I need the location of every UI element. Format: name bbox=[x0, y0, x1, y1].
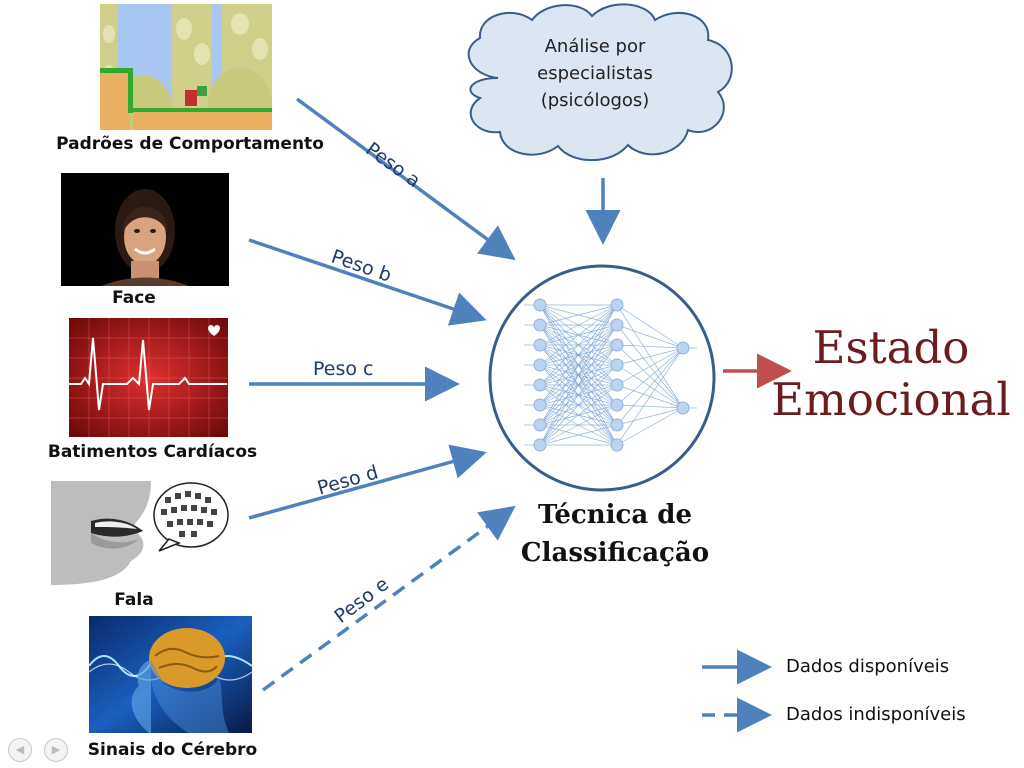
classification-technique-label: Técnica de Classificação bbox=[505, 496, 725, 572]
legend-available-label: Dados disponíveis bbox=[786, 656, 950, 677]
label-face: Face bbox=[112, 288, 156, 308]
arrow-brain-dashed bbox=[261, 505, 516, 692]
nn-connection bbox=[616, 347, 684, 446]
result-line-1: Estado bbox=[812, 321, 970, 374]
nn-connection bbox=[539, 304, 618, 346]
nn-connection bbox=[539, 404, 618, 446]
brain-signals-image bbox=[89, 616, 252, 733]
result-line-2: Emocional bbox=[771, 373, 1011, 426]
label-speech: Fala bbox=[114, 590, 154, 610]
nn-connection bbox=[539, 304, 618, 386]
nn-connection bbox=[539, 304, 618, 406]
nn-connection bbox=[616, 347, 684, 426]
nn-connection bbox=[539, 344, 618, 446]
nn-connection bbox=[616, 304, 684, 349]
nn-connection bbox=[539, 364, 618, 446]
heartbeat-ecg-image bbox=[69, 318, 228, 437]
smiling-face-image bbox=[61, 173, 229, 286]
technique-line-2: Classificação bbox=[520, 538, 710, 568]
label-brain-signals: Sinais do Cérebro bbox=[87, 740, 258, 760]
cloud-line-2: especialistas bbox=[537, 63, 653, 84]
weight-label-c: Peso c bbox=[313, 358, 374, 380]
label-behavior-patterns: Padrões de Comportamento bbox=[56, 134, 324, 154]
nn-node bbox=[610, 318, 624, 332]
arrow-behavior bbox=[295, 97, 516, 261]
nn-connection bbox=[539, 424, 618, 446]
nn-connection bbox=[616, 347, 684, 386]
nn-node bbox=[610, 358, 624, 372]
cloud-line-3: (psicólogos) bbox=[540, 90, 650, 111]
nn-connection bbox=[539, 304, 618, 446]
nn-node bbox=[533, 438, 547, 452]
cloud-shape bbox=[467, 3, 733, 162]
cloud-line-1: Análise por bbox=[544, 36, 646, 57]
nn-node bbox=[533, 318, 547, 332]
next-slide-button[interactable]: ▶ bbox=[44, 738, 68, 762]
nn-connection bbox=[539, 324, 618, 446]
speaking-mouth-image bbox=[51, 481, 231, 585]
emotional-state-result: Estado Emocional bbox=[771, 322, 1011, 426]
nn-connection bbox=[539, 304, 618, 326]
game-screenshot-image bbox=[100, 4, 272, 130]
nn-node bbox=[676, 401, 690, 415]
nn-connection bbox=[539, 304, 618, 426]
nn-node bbox=[610, 298, 624, 312]
nn-node bbox=[610, 398, 624, 412]
nn-node bbox=[610, 378, 624, 392]
nn-node bbox=[610, 418, 624, 432]
neural-network-icon bbox=[488, 264, 716, 492]
nn-node bbox=[676, 341, 690, 355]
nn-node bbox=[610, 438, 624, 452]
nn-connection bbox=[616, 407, 684, 426]
nn-node bbox=[533, 398, 547, 412]
nn-connection bbox=[616, 347, 684, 366]
nn-connection bbox=[616, 344, 684, 349]
nn-node bbox=[533, 378, 547, 392]
nn-node bbox=[610, 338, 624, 352]
nn-node bbox=[533, 338, 547, 352]
nn-node bbox=[533, 298, 547, 312]
nn-connection bbox=[616, 404, 684, 409]
nn-node bbox=[533, 358, 547, 372]
technique-line-1: Técnica de bbox=[538, 500, 692, 530]
nn-connection bbox=[616, 347, 684, 406]
nn-node bbox=[533, 418, 547, 432]
nn-connection bbox=[616, 407, 684, 446]
nn-connection bbox=[616, 324, 684, 349]
previous-slide-button[interactable]: ◀ bbox=[8, 738, 32, 762]
arrow-speech bbox=[248, 444, 487, 520]
nn-connection bbox=[539, 304, 618, 366]
label-heartbeat: Batimentos Cardíacos bbox=[47, 442, 258, 462]
expert-analysis-cloud-text: Análise por especialistas (psicólogos) bbox=[500, 33, 690, 114]
arrow-face bbox=[248, 238, 487, 326]
nn-connection bbox=[539, 384, 618, 446]
legend-unavailable-label: Dados indisponíveis bbox=[786, 704, 966, 725]
